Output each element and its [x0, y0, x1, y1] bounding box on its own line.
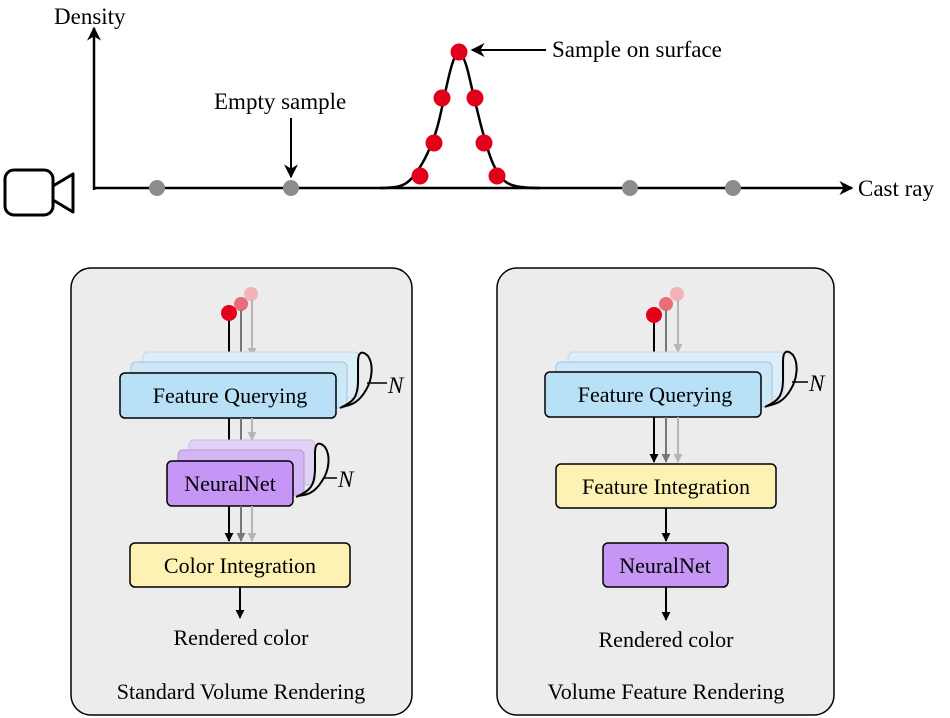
empty-sample-label: Empty sample — [214, 89, 346, 114]
surface-sample-point — [466, 89, 484, 107]
empty-sample-point — [283, 180, 299, 196]
repeat-bracket — [295, 442, 330, 498]
surface-sample-point — [425, 134, 443, 152]
empty-sample-point — [622, 180, 638, 196]
density-plot: Density Cast ray Empty sample Sample on … — [3, 4, 935, 217]
neuralnet-label: NeuralNet — [619, 553, 711, 578]
repeat-bracket — [339, 351, 373, 409]
panel-caption: Volume Feature Rendering — [548, 679, 785, 704]
empty-sample-point — [149, 180, 165, 196]
repeat-label: N — [337, 467, 355, 492]
sample-point-faded — [670, 287, 684, 301]
feature-querying-label: Feature Querying — [153, 383, 308, 408]
surface-sample-point — [411, 167, 429, 185]
surface-sample-label: Sample on surface — [552, 37, 722, 62]
neuralnet-label: NeuralNet — [184, 471, 276, 496]
density-curve — [379, 50, 541, 190]
density-axis-label: Density — [54, 4, 126, 29]
sample-point-medium — [659, 297, 673, 311]
cast-ray-label: Cast ray — [858, 176, 935, 201]
surface-sample-point — [450, 43, 468, 61]
repeat-label: N — [808, 371, 826, 396]
standard-volume-rendering-panel: Feature Querying N NeuralNet N Color Int… — [70, 267, 413, 716]
rendered-color-label: Rendered color — [599, 627, 735, 652]
sample-point-faded — [244, 287, 258, 301]
color-integration-label: Color Integration — [164, 553, 316, 578]
feature-querying-label: Feature Querying — [578, 382, 733, 407]
video-camera-icon — [3, 168, 75, 217]
rendered-color-label: Rendered color — [174, 625, 310, 650]
repeat-label: N — [387, 373, 405, 398]
surface-sample-point — [488, 167, 506, 185]
surface-sample-point — [433, 89, 451, 107]
sample-point-primary — [646, 307, 662, 323]
sample-point-medium — [234, 297, 248, 311]
surface-sample-point — [475, 134, 493, 152]
sample-point-primary — [221, 305, 237, 321]
panel-caption: Standard Volume Rendering — [117, 679, 366, 704]
empty-sample-point — [725, 180, 741, 196]
repeat-bracket — [764, 350, 798, 408]
volume-feature-rendering-panel: Feature Querying N Feature Integration N… — [496, 267, 835, 716]
feature-integration-label: Feature Integration — [582, 474, 750, 499]
